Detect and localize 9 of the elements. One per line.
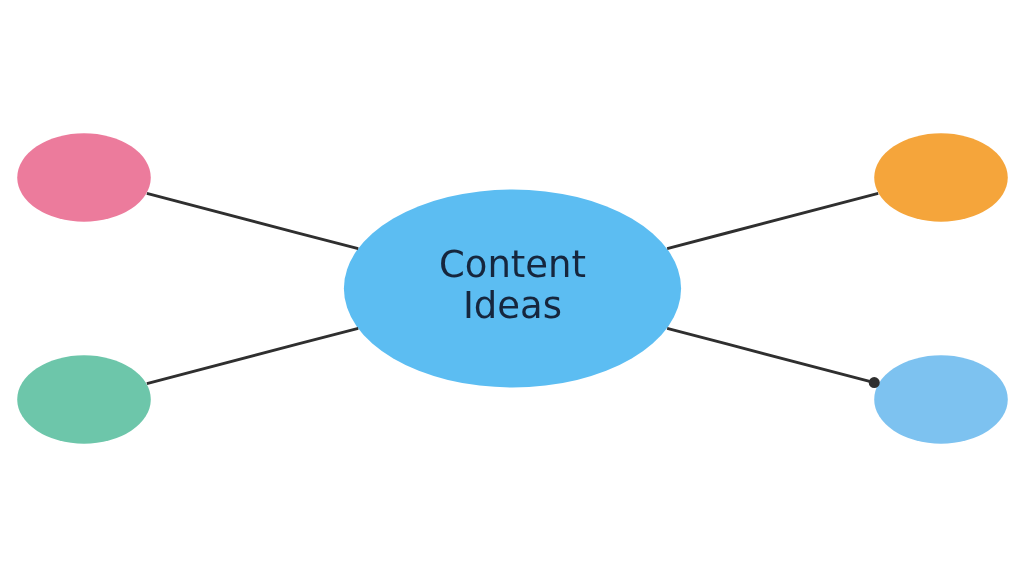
node-cloud bbox=[16, 132, 151, 222]
connector bbox=[146, 326, 359, 385]
node-cloud bbox=[873, 354, 1008, 444]
node-cloud bbox=[873, 132, 1008, 222]
connector bbox=[146, 191, 359, 250]
connector bbox=[666, 326, 880, 388]
connector bbox=[666, 191, 879, 250]
node-cloud bbox=[16, 354, 151, 444]
node-ellipse: Content Ideas bbox=[343, 189, 681, 387]
